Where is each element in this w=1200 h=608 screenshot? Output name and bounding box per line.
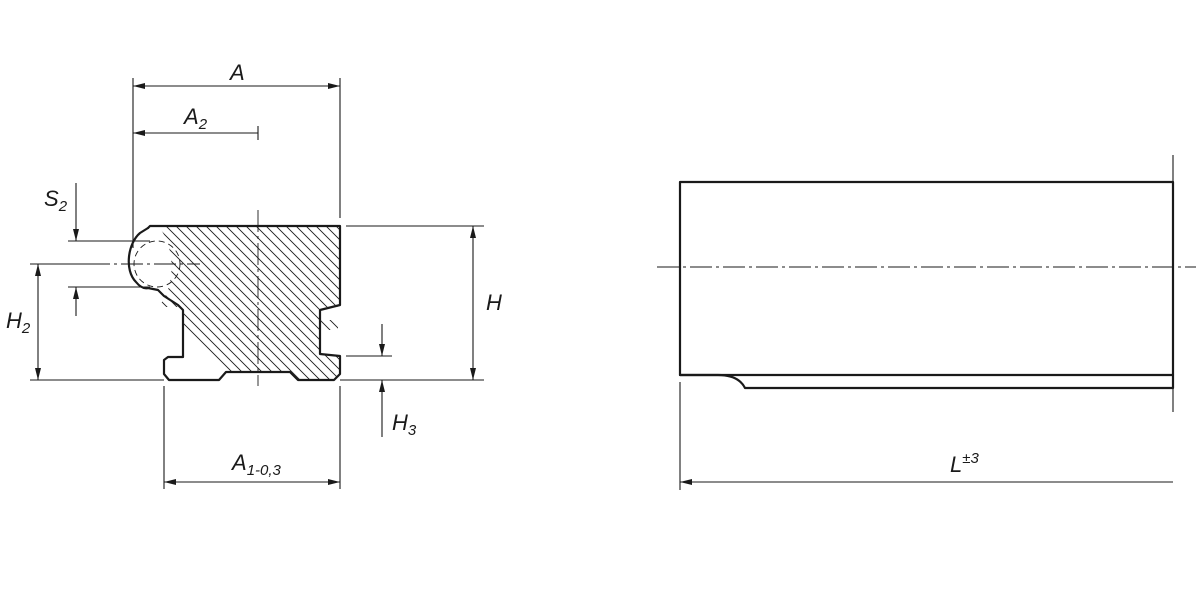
dim-S2-label: S2 [44, 186, 68, 215]
hatch-line [249, 226, 340, 380]
dim-H-label: H [486, 290, 502, 315]
hatch-line [350, 200, 550, 400]
dim-A-label: A [228, 60, 245, 85]
dim-H3-label: H3 [392, 410, 417, 439]
hatch-line [440, 200, 640, 400]
dim-A2-label: A2 [182, 104, 208, 133]
hatch-line [158, 226, 291, 380]
hatch-line [360, 200, 560, 400]
hatch-line [259, 226, 340, 380]
hatch-line [158, 226, 281, 380]
rail-side-outline [678, 180, 1175, 390]
hatch-line [159, 226, 340, 380]
hatch-line [169, 226, 340, 380]
dim-H2-label: H2 [6, 308, 31, 337]
hatch-line [199, 226, 340, 380]
hatch-line [179, 226, 340, 380]
hatch-line [370, 200, 570, 400]
hatch-line [158, 226, 340, 380]
section-hatching [158, 200, 650, 400]
hatch-line [219, 226, 340, 380]
hatch-line [269, 226, 340, 380]
hatch-line [158, 226, 331, 380]
rail-profile-outline [146, 224, 342, 382]
hatch-line [158, 226, 311, 380]
hatch-line [420, 200, 620, 400]
ball-groove-arc [127, 226, 150, 290]
dim-L-label: L±3 [950, 450, 979, 477]
hatch-line [239, 226, 340, 380]
hatch-line [158, 226, 340, 380]
hatch-line [158, 226, 301, 380]
hatch-line [289, 226, 340, 380]
side-view: L±3 [657, 155, 1196, 490]
dim-A1-label: A1-0,3 [230, 450, 282, 479]
hatch-line [299, 226, 340, 380]
hatch-line [158, 226, 321, 380]
hatch-line [430, 200, 630, 400]
cross-section-view: A A2 S2 H2 H H3 [6, 60, 650, 489]
hatch-line [339, 226, 340, 380]
hatch-line [380, 200, 580, 400]
hatch-line [410, 200, 610, 400]
hatch-line [279, 226, 340, 380]
hatch-line [450, 200, 650, 400]
hatch-line [209, 226, 340, 380]
hatch-line [229, 226, 340, 380]
hatch-line [189, 226, 340, 380]
